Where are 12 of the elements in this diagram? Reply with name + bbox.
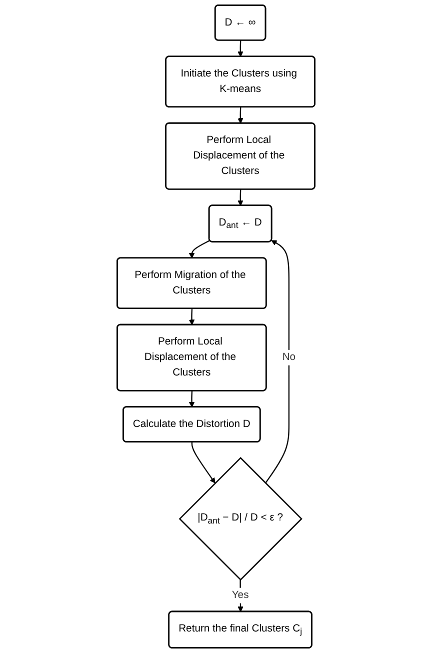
arrow: [238, 107, 244, 124]
edge-label: Yes: [232, 590, 249, 601]
arrow: [188, 240, 210, 258]
node-diamond: |D$_{ant}$ − D| / D < ε ?: [178, 457, 302, 581]
arrow: [188, 308, 195, 326]
edge-label: No: [282, 352, 296, 363]
arrow: [265, 240, 290, 484]
arrow: [238, 189, 244, 206]
arrow: [238, 40, 244, 57]
arrow: [191, 442, 216, 484]
arrow: [238, 580, 244, 612]
arrow: [188, 390, 195, 408]
